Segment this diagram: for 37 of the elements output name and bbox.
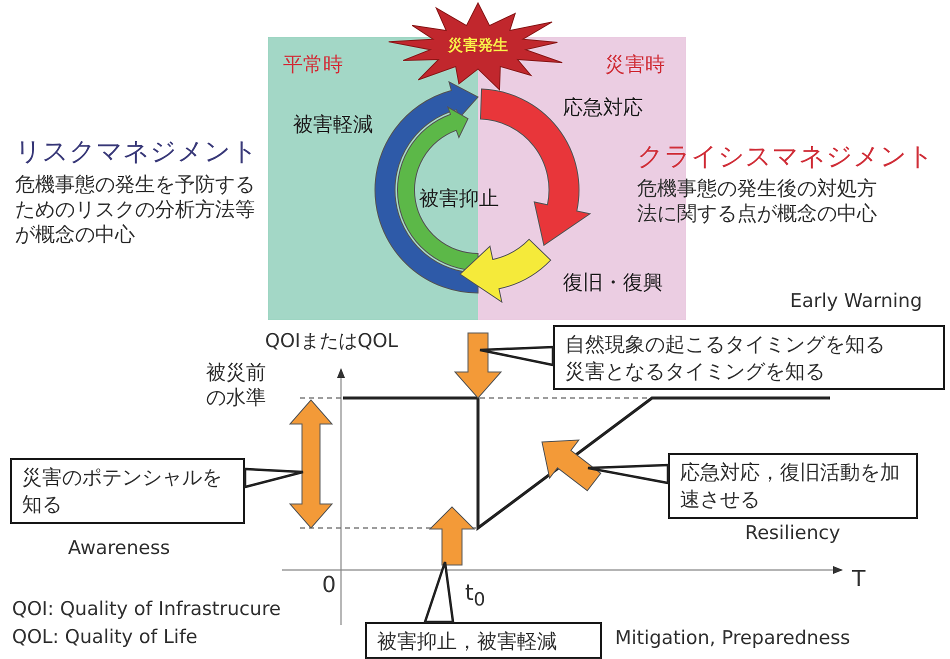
axis-title: QOIまたはQOL [265,330,398,354]
note-text: QOL: Quality of Life [12,626,198,650]
block-arrow [430,507,474,565]
phase-label: Early Warning [790,290,922,314]
callout-text: 応急対応，復旧活動を加速させる [680,459,901,513]
callout-text: 自然現象の起こるタイミングを知る [565,331,886,358]
note-text: QOI: Quality of Infrastrucure [12,598,281,622]
callout-text: 被害抑止，被害軽減 [377,628,558,655]
panel-heading: 平常時 [283,51,343,78]
block-arrow [455,333,502,398]
leader-line [478,346,554,367]
level-label: 被災前の水準 [206,360,267,410]
callout-box [553,325,945,390]
cycle-label: 被害軽減 [293,112,373,137]
description-text: 危機事態の発生後の対処方法に関する点が概念の中心 [637,176,878,226]
heading: クライシスマネジメント [637,141,934,174]
leader-line [244,468,304,489]
cycle-label: 応急対応 [563,95,643,120]
phase-label: Awareness [68,537,170,561]
axis-tick-label: 0 [322,572,336,600]
panel-heading: 災害時 [605,51,665,78]
leader-line [586,464,670,484]
axis-tick-label: t$_{0}$ [465,580,486,612]
double-block-arrow [290,400,332,528]
axis-title: T [852,566,866,594]
description-text: 危機事態の発生を予防するためのリスクの分析方法等が概念の中心 [15,172,256,247]
leader-line [423,560,454,624]
heading: リスクマネジメント [15,136,258,168]
callout-text: 災害のポテンシャルを知る [22,464,223,518]
callout-box [668,453,918,519]
phase-label: Mitigation, Preparedness [615,627,850,651]
starburst-text: 災害発生 [446,36,509,55]
cycle-label: 復旧・復興 [563,270,663,295]
callout-text: 災害となるタイミングを知る [565,358,826,385]
cycle-label: 被害抑止 [419,186,499,211]
callout-box [10,458,245,524]
phase-label: Resiliency [745,522,840,546]
